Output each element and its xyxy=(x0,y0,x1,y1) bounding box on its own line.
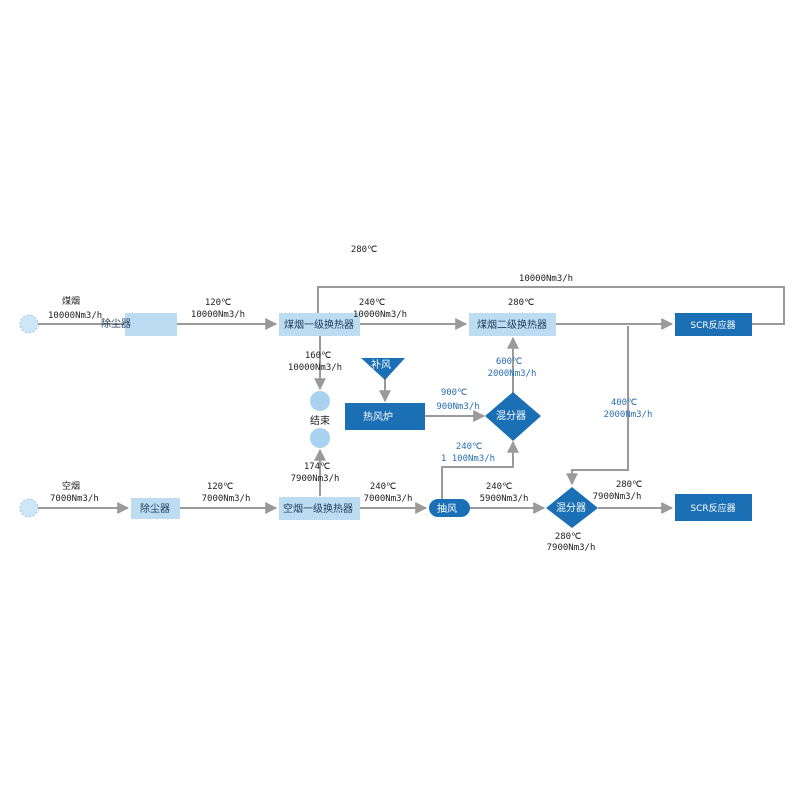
mixer-top-label: 混分器 xyxy=(496,410,526,422)
flue-source-circle xyxy=(19,314,39,334)
hx1-down-flow: 10000Nm3/h xyxy=(288,363,342,373)
furnace-out-flow: 900Nm3/h xyxy=(436,402,479,412)
mixer-top-up-temp: 600℃ xyxy=(496,357,522,367)
air-source-circle xyxy=(19,498,39,518)
dust-collector-top-label: 除尘器 xyxy=(101,317,131,330)
dust1-out-flow: 10000Nm3/h xyxy=(191,310,245,320)
dust2-out-temp: 120℃ xyxy=(207,482,233,492)
flue-hx1-label: 煤烟一级换热器 xyxy=(284,318,354,331)
scr-reactor-top-box xyxy=(675,313,752,336)
bypass-flow-label: 10000Nm3/h xyxy=(519,274,573,284)
bypass-loop-line xyxy=(317,286,785,325)
extract-out-flow: 5900Nm3/h xyxy=(480,494,529,504)
mixer-bottom-below-temp: 280℃ xyxy=(555,532,581,542)
flue-hx1-box xyxy=(279,313,360,336)
flue-hx2-label: 煤烟二级换热器 xyxy=(477,318,547,331)
dust2-out-flow: 7000Nm3/h xyxy=(202,494,251,504)
flue-source-flow: 10000Nm3/h xyxy=(48,311,102,321)
hx2-out-temp: 280℃ xyxy=(508,298,534,308)
flue-hx2-box xyxy=(469,313,556,336)
scr-reactor-bottom-label: SCR反应器 xyxy=(690,502,735,514)
end-circle-lower xyxy=(310,428,330,448)
mixer-top-diamond xyxy=(485,392,541,441)
mixer-bottom-out-flow: 7900Nm3/h xyxy=(593,492,642,502)
hx1-out-flow: 10000Nm3/h xyxy=(353,310,407,320)
extract-fan-label: 抽风 xyxy=(437,502,457,515)
extract-out-temp: 240℃ xyxy=(486,482,512,492)
airhx-up-temp: 174℃ xyxy=(304,462,330,472)
air-hx1-box xyxy=(279,497,360,520)
extract-to-mixer-arrow xyxy=(441,440,519,500)
furnace-out-temp: 900℃ xyxy=(441,388,467,398)
dust-collector-bottom-box xyxy=(131,498,180,519)
supply-air-label: 补风 xyxy=(371,358,391,371)
airhx-out-temp: 240℃ xyxy=(370,482,396,492)
hx1-down-temp: 160℃ xyxy=(305,351,331,361)
scr-reactor-top-label: SCR反应器 xyxy=(690,319,735,331)
scr-reactor-bottom-box xyxy=(675,494,752,521)
hx1-out-temp: 240℃ xyxy=(359,298,385,308)
end-label: 结束 xyxy=(310,414,330,427)
mixer-bottom-diamond xyxy=(546,487,598,528)
mixer-bottom-out-temp: 280℃ xyxy=(616,480,642,490)
airhx-out-flow: 7000Nm3/h xyxy=(364,494,413,504)
air-source-name: 空烟 xyxy=(62,480,80,492)
hot-air-furnace-box xyxy=(345,403,425,430)
mixer-bottom-label: 混分器 xyxy=(556,502,586,514)
hx2-down-flow: 2000Nm3/h xyxy=(604,410,653,420)
extract-up-temp: 240℃ xyxy=(456,442,482,452)
extract-up-flow: 1 100Nm3/h xyxy=(441,454,495,464)
supply-air-funnel-icon xyxy=(361,358,405,380)
dust1-out-temp: 120℃ xyxy=(205,298,231,308)
hx2-to-mixer-bottom-arrow xyxy=(566,326,629,486)
mixer-bottom-below-flow: 7900Nm3/h xyxy=(547,543,596,553)
flue-source-name: 煤烟 xyxy=(62,295,80,307)
air-source-flow: 7000Nm3/h xyxy=(50,494,99,504)
air-hx1-label: 空烟一级换热器 xyxy=(283,502,353,515)
hot-air-furnace-label: 热风炉 xyxy=(363,410,393,423)
connectors xyxy=(36,286,785,514)
dust-collector-top-box xyxy=(125,313,177,336)
end-circle-upper xyxy=(310,391,330,411)
extract-fan-box xyxy=(429,499,470,517)
mixer-top-up-flow: 2000Nm3/h xyxy=(488,369,537,379)
hx2-down-temp: 400℃ xyxy=(611,398,637,408)
top-temp-label: 280℃ xyxy=(351,245,377,255)
dust-collector-bottom-label: 除尘器 xyxy=(140,502,170,515)
airhx-up-flow: 7900Nm3/h xyxy=(291,474,340,484)
